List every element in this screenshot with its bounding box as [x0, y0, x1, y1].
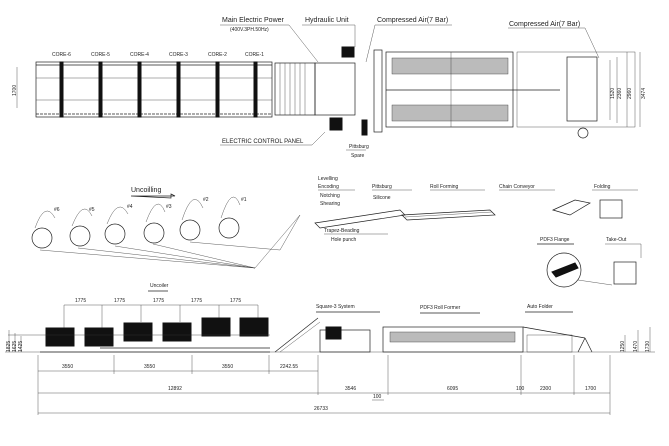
dim-2242: 2242.55: [280, 364, 298, 370]
core-label: CORE-1: [245, 52, 264, 58]
spare-label: Spare: [351, 153, 365, 159]
coil-3: #3: [166, 204, 172, 210]
dim-2960: 2960: [627, 88, 633, 99]
compressed-air-label: Compressed Air(7 Bar): [377, 17, 448, 24]
height-1250: 1250: [620, 341, 626, 352]
dim-3546: 3546: [345, 386, 356, 392]
dim-2360: 2360: [617, 88, 623, 99]
pittsburg-label: Pittsburg: [349, 144, 369, 150]
coil-6: #6: [54, 207, 60, 213]
coil-4: #4: [127, 204, 133, 210]
core-label: CORE-6: [52, 52, 71, 58]
spacing-dim: 1775: [114, 298, 125, 304]
encoding-label: Encoding: [318, 184, 339, 190]
square3-label: Square-3 System: [316, 304, 355, 310]
dim-total: 26733: [314, 406, 328, 412]
dim-6095: 6095: [447, 386, 458, 392]
uncoiler-label: Uncoiler: [150, 283, 169, 289]
height-1730: 1730: [645, 341, 651, 352]
core-frames: [59, 61, 258, 118]
core-label: CORE-3: [169, 52, 188, 58]
uncoilers: [8, 317, 270, 353]
dim-3474: 3474: [641, 88, 647, 99]
compressed-air-label-2: Compressed Air(7 Bar): [509, 21, 580, 28]
height-1625: 1625: [12, 341, 18, 352]
dim-2300: 2300: [540, 386, 551, 392]
dim-100: 100: [516, 386, 525, 392]
take-out-label: Take-Out: [606, 237, 627, 243]
roll-forming-label: Roll Forming: [430, 184, 459, 190]
shearing-label: Shearing: [320, 201, 340, 207]
dim-1700: 1700: [585, 386, 596, 392]
notching-label: Notching: [320, 193, 340, 199]
hydraulic-unit-label: Hydraulic Unit: [305, 17, 349, 24]
levelling-label: Levelling: [318, 176, 338, 182]
height-1470: 1470: [633, 341, 639, 352]
dim-1520: 1520: [610, 88, 616, 99]
pittsburg-process-label: Pittsburg: [372, 184, 392, 190]
auto-folder-label: Auto Folder: [527, 304, 553, 310]
hole-punch-label: Hole punch: [331, 237, 357, 243]
pdf3-flange-label: PDF3 Flange: [540, 237, 570, 243]
side-view: Uncoiler 1775 1775 1775 1775 1775: [5, 283, 655, 415]
spacing-dim: 1775: [75, 298, 86, 304]
dim-gap-100: 100: [373, 394, 382, 400]
control-panel-label: ELECTRIC CONTROL PANEL: [222, 139, 304, 145]
dim-3550: 3550: [144, 364, 155, 370]
folding-label: Folding: [594, 184, 611, 190]
height-1825: 1825: [6, 341, 12, 352]
core-label: CORE-4: [130, 52, 149, 58]
spacing-dim: 1775: [230, 298, 241, 304]
roll-former-label: PDF3 Roll Former: [420, 305, 461, 311]
coils: [31, 196, 301, 269]
dim-12892: 12892: [168, 386, 182, 392]
main-power-spec: (400V.3PH.50Hz): [230, 27, 269, 33]
coil-1: #1: [241, 197, 247, 203]
process-flow: Uncoilling #6 #5 #4 #3 #2 #1 Levelling E…: [31, 176, 642, 288]
dim-3550: 3550: [62, 364, 73, 370]
coil-2: #2: [203, 197, 209, 203]
chain-conveyor-label: Chain Conveyor: [499, 184, 535, 190]
silicone-label: Silicone: [373, 195, 391, 201]
width-dim: 1700: [12, 85, 18, 96]
dim-3550: 3550: [222, 364, 233, 370]
core-label: CORE-2: [208, 52, 227, 58]
trapez-beading-label: Trapez-Beading: [324, 228, 360, 234]
main-power-label: Main Electric Power: [222, 17, 285, 24]
height-1425: 1425: [18, 341, 24, 352]
spacing-dim: 1775: [153, 298, 164, 304]
core-label: CORE-5: [91, 52, 110, 58]
spacing-dim: 1775: [191, 298, 202, 304]
coil-5: #5: [89, 207, 95, 213]
uncoilling-label: Uncoilling: [131, 187, 161, 194]
plan-view: CORE-6 CORE-5 CORE-4 CORE-3 CORE-2 CORE-…: [12, 17, 647, 159]
